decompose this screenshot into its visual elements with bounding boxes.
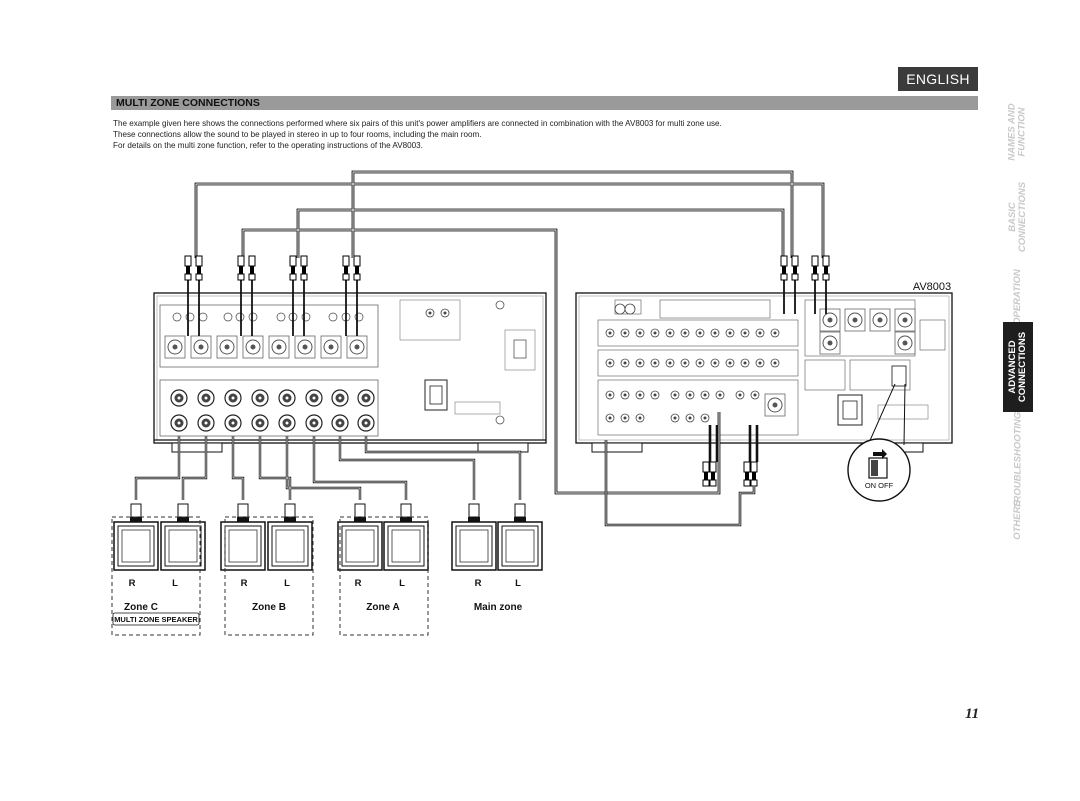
page-number: 11: [965, 706, 980, 722]
speaker-l-label: L: [172, 578, 178, 589]
power-switch-callout: ON OFF: [847, 383, 911, 502]
switch-label: ON OFF: [865, 481, 894, 490]
tab-names-and-function[interactable]: NAMES AND FUNCTION: [1007, 103, 1028, 161]
speaker-r-label: R: [355, 578, 362, 589]
intro-line-3: For details on the multi zone function, …: [113, 141, 423, 150]
av8003-rear-panel: [575, 292, 953, 453]
av8003-label: AV8003: [913, 281, 951, 293]
zone-boxes: [111, 516, 429, 636]
tab-others[interactable]: OTHERS: [1012, 500, 1023, 540]
language-tab[interactable]: ENGLISH: [898, 67, 978, 91]
speakers: [113, 503, 543, 571]
tab-advanced-connections[interactable]: ADVANCED CONNECTIONS: [1003, 322, 1033, 412]
connection-diagram: AV8003 ON OFF: [111, 170, 953, 636]
zone-b-label: Zone B: [252, 602, 286, 613]
tab-basic-connections[interactable]: BASIC CONNECTIONS: [1007, 181, 1029, 253]
main-zone-label: Main zone: [474, 602, 523, 613]
multi-zone-speaker-label: MULTI ZONE SPEAKER: [114, 615, 198, 624]
speaker-r-label: R: [129, 578, 136, 589]
intro-line-1: The example given here shows the connect…: [113, 119, 722, 128]
speaker-r-label: R: [475, 578, 482, 589]
speaker-l-label: L: [284, 578, 290, 589]
section-title: MULTI ZONE CONNECTIONS: [116, 97, 260, 109]
intro-line-2: These connections allow the sound to be …: [113, 130, 482, 139]
power-amplifier-rear-panel: [153, 292, 547, 453]
speaker-l-label: L: [399, 578, 405, 589]
section-header-bar: [111, 96, 978, 110]
zone-c-label: Zone C: [124, 602, 158, 613]
speaker-r-label: R: [241, 578, 248, 589]
zone-a-label: Zone A: [366, 602, 400, 613]
speaker-l-label: L: [515, 578, 521, 589]
